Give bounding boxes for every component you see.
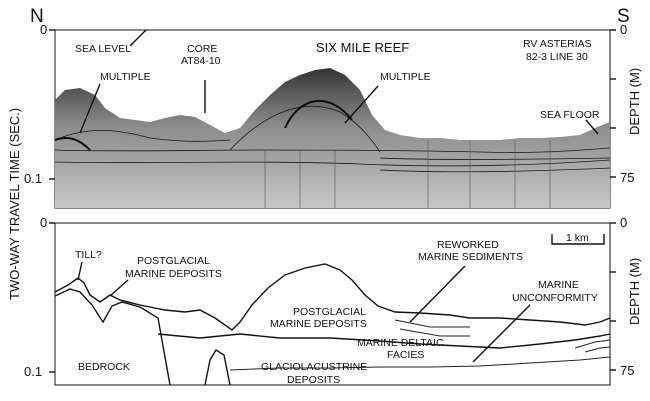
bedrock-label: BEDROCK: [78, 361, 130, 373]
core-id-label: AT84-10: [181, 55, 221, 67]
glacio-label: GLACIOLACUSTRINE: [261, 361, 367, 373]
postglacial-left-label: POSTGLACIAL: [137, 255, 210, 267]
left-top-tick-1: 0.1: [24, 171, 42, 186]
deltaic-label-2: FACIES: [387, 349, 424, 361]
right-top-tick-0: 0: [620, 22, 627, 37]
reworked-label: REWORKED: [437, 239, 499, 251]
seismic-record-panel: SEA LEVEL CORE AT84-10 SIX MILE REEF MUL…: [55, 30, 610, 208]
unconformity-label-2: UNCONFORMITY: [512, 292, 598, 304]
left-axis-title: TWO-WAY TRAVEL TIME (SEC.): [7, 108, 22, 300]
left-bottom-tick-1: 0.1: [24, 364, 42, 379]
postglacial-mid-label-2: MARINE DEPOSITS: [270, 318, 367, 330]
glacio-label-2: DEPOSITS: [287, 374, 340, 386]
right-axis: 0 75 DEPTH (M) 0 75 DEPTH (M): [610, 22, 642, 378]
multiple-right-label: MULTIPLE: [380, 71, 431, 83]
deltaic-label: MARINE DELTAIC: [357, 337, 444, 349]
reworked-label-2: MARINE SEDIMENTS: [418, 251, 523, 263]
multiple-left-label: MULTIPLE: [100, 71, 151, 83]
postglacial-left-label-2: MARINE DEPOSITS: [125, 268, 222, 280]
right-bottom-axis-title: DEPTH (M): [627, 258, 642, 325]
sea-floor-label: SEA FLOOR: [540, 109, 600, 121]
left-bottom-tick-0: 0: [40, 215, 47, 230]
core-label: CORE: [187, 43, 217, 55]
right-top-tick-3: 75: [620, 170, 634, 185]
scale-bar-label: 1 km: [566, 232, 589, 244]
left-top-tick-0: 0: [40, 22, 47, 37]
unconformity-label: MARINE: [538, 279, 579, 291]
postglacial-mid-label: POSTGLACIAL: [293, 306, 366, 318]
right-top-axis-title: DEPTH (M): [627, 68, 642, 135]
reef-label: SIX MILE REEF: [316, 40, 409, 55]
right-bottom-tick-3: 75: [620, 363, 634, 378]
vessel-label: RV ASTERIAS: [523, 38, 592, 50]
sea-level-label: SEA LEVEL: [75, 43, 131, 55]
till-label: TILL?: [75, 249, 102, 261]
interpretation-panel: 1 km TILL? POSTGLACIAL MARINE DEPOSITS R…: [55, 223, 610, 386]
left-axis: 0 0.1 0 0.1 TWO-WAY TRAVEL TIME (SEC.): [7, 22, 55, 379]
line-id-label: 82-3 LINE 30: [526, 51, 588, 63]
right-bottom-tick-0: 0: [620, 215, 627, 230]
